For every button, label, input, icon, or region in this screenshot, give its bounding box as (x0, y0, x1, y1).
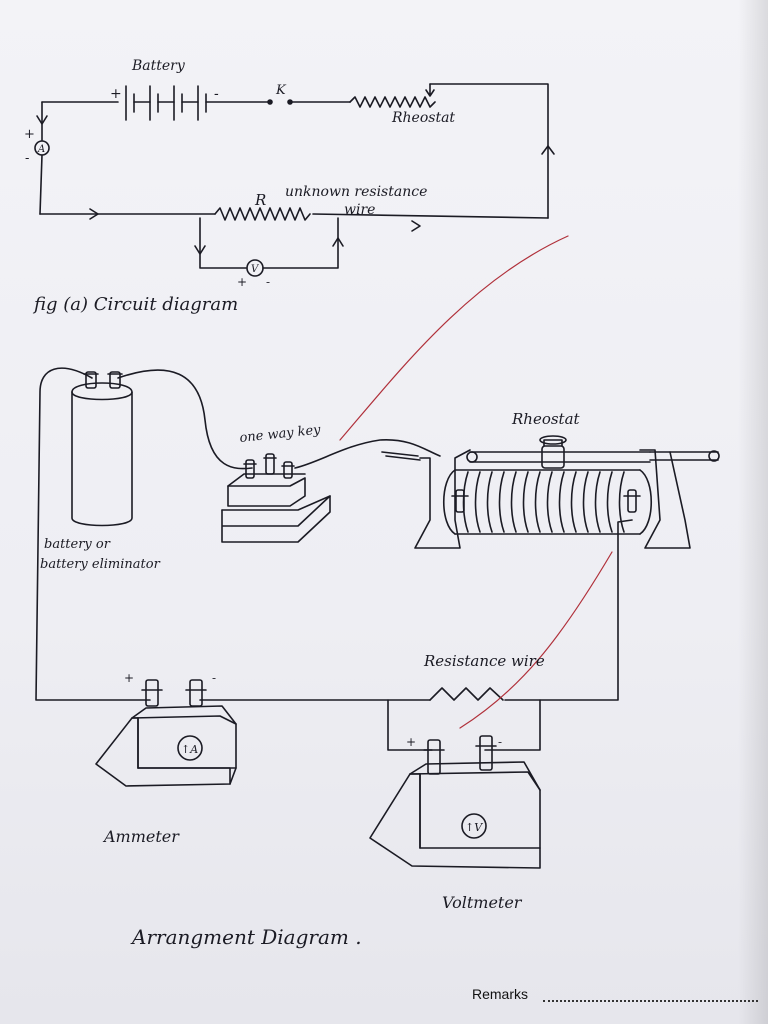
wire-rheostat-right (504, 519, 633, 701)
one-way-key (221, 453, 331, 543)
arrangement-diagram-caption: Arrangment Diagram . (130, 925, 362, 949)
circuit-diagram (34, 83, 555, 277)
voltmeter-circle-symbol: V (251, 264, 260, 275)
wire-label: wire (344, 202, 375, 218)
wire-key-to-rheostat (294, 439, 441, 469)
wire-voltmeter-right (484, 699, 541, 751)
fig-a-caption: fig (a) Circuit diagram (32, 294, 238, 315)
minus-sign-battery: - (214, 86, 219, 102)
circuit-bottom-wire-right (312, 213, 549, 219)
ammeter-circle-symbol: A (37, 144, 45, 155)
wire-voltmeter-left (387, 699, 433, 751)
ammeter-label: Ammeter (102, 827, 180, 846)
minus-sign-voltmeter-device: - (498, 735, 502, 749)
battery-eliminator-label-line-1: battery or (44, 537, 111, 552)
wire-battery-to-key (117, 369, 253, 470)
key-label: K (275, 83, 287, 98)
circuit-left-wire-lower (39, 154, 43, 215)
battery-label: Battery (131, 58, 186, 74)
one-way-key-label: one way key (239, 422, 322, 445)
circuit-top-wire-right (429, 83, 549, 219)
voltmeter-branch-left (199, 217, 247, 269)
plus-sign-voltmeter-device: + (406, 735, 416, 749)
voltmeter-branch-right (262, 217, 339, 269)
arrow-branch-down (194, 245, 206, 255)
battery-eliminator-label-line-2: battery eliminator (40, 557, 161, 572)
resistance-wire-zigzag (429, 687, 504, 701)
voltmeter-device (369, 735, 541, 869)
rheostat-circuit-label: Rheostat (391, 110, 455, 126)
remarks-label: Remarks (472, 986, 529, 1002)
arrangement-diagram (35, 367, 720, 869)
rheostat-arrangement-label: Rheostat (511, 410, 581, 428)
unknown-resistance-label: unknown resistance (285, 184, 427, 200)
page-shadow (738, 0, 768, 1024)
resistance-wire-label: Resistance wire (423, 652, 545, 670)
red-pen-stroke-upper (339, 235, 569, 441)
rheostat-slider-arrow (425, 83, 435, 97)
battery-symbol (125, 85, 207, 121)
plus-sign-ammeter-device: + (124, 671, 134, 685)
plus-sign-voltmeter: + (237, 275, 247, 289)
voltmeter-label: Voltmeter (442, 893, 523, 912)
ammeter-dial (177, 735, 203, 761)
minus-sign-voltmeter: - (266, 275, 270, 289)
resistor-label: R (254, 191, 266, 209)
red-pen-stroke-lower (459, 551, 613, 729)
battery-eliminator (71, 371, 133, 527)
ammeter-device (95, 679, 237, 787)
arrow-bottom-right-2 (411, 220, 421, 232)
minus-sign-ammeter-device: - (212, 671, 216, 685)
arrow-branch-up (332, 237, 344, 247)
arrow-right-side-up (541, 145, 555, 155)
minus-sign-ammeter: - (25, 151, 29, 166)
resistance-zigzag (214, 207, 311, 221)
ammeter-dial-label: ↑A (181, 743, 198, 756)
remarks-dotted-line (543, 1000, 758, 1002)
key-contact-left (267, 99, 273, 105)
voltmeter-dial-label: ↑V (465, 821, 483, 834)
rheostat-apparatus (381, 435, 720, 549)
rheostat-zigzag (349, 96, 436, 108)
arrow-bottom-right (89, 208, 99, 220)
wire-left-loop (35, 367, 151, 701)
plus-sign-battery: + (110, 86, 122, 102)
voltmeter-dial (461, 813, 487, 839)
arrow-left-side-down (36, 115, 48, 125)
plus-sign-ammeter: + (24, 127, 35, 142)
